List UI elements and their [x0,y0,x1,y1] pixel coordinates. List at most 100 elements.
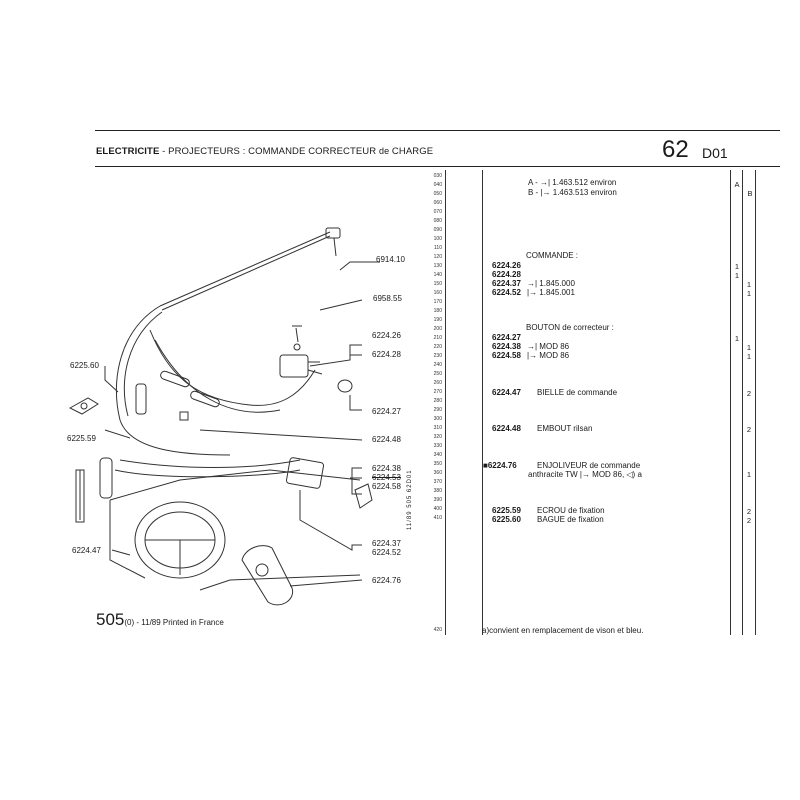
header-top-rule [95,130,780,131]
callout-label: 6224.28 [372,350,401,359]
line-number: 050 [433,191,442,197]
leader-line [309,344,362,367]
callout-label: 6225.60 [70,361,99,370]
part-desc: →| MOD 86 [527,342,570,351]
line-number: 270 [433,389,442,395]
leader-line [319,299,363,311]
part-ref: 6224.37 [492,279,521,288]
sleeve-shape [190,390,220,408]
knob-shape [337,379,353,393]
leader-line [339,261,380,271]
group-title-commande: COMMANDE : [526,251,578,260]
line-number: 190 [433,317,442,323]
leader-line [349,395,362,411]
part-qty: 1 [746,343,752,352]
line-number: 370 [433,479,442,485]
line-number: 240 [433,362,442,368]
line-number: 280 [433,398,442,404]
part-qty: 1 [746,289,752,298]
part-desc: ENJOLIVEUR de commande [537,461,641,470]
control-unit-arms [307,361,323,375]
section-subtitle-de: de [378,146,390,156]
part-qty: 2 [746,507,752,516]
sleeve-shape [160,370,190,388]
line-number: 310 [433,425,442,431]
part-ref: 6224.27 [492,333,521,342]
variant-a-line: A - →| 1.463.512 environ [528,178,617,187]
page-title: ELECTRICITE - PROJECTEURS : COMMANDE COR… [96,146,433,157]
callout-label: 6224.58 [372,482,401,491]
part-desc: EMBOUT rilsan [537,424,593,433]
steering-spokes [145,539,215,575]
lower-knob-shape [354,483,373,509]
leader-line [351,467,362,495]
line-number: 350 [433,461,442,467]
callout-label: 6958.55 [373,294,402,303]
footnote: a)convient en remplacement de vison et b… [482,626,644,635]
trim-hole [255,563,269,577]
dashboard-outline [199,574,361,591]
callout-label: 6224.26 [372,331,401,340]
line-number: 110 [434,245,442,251]
headlamp-actuator-shape [325,227,341,239]
leader-line [299,490,362,551]
line-number: 170 [433,299,442,305]
actuator-stem [333,237,337,257]
part-qty: 1 [734,271,740,280]
leader-line [104,366,119,393]
line-number: 420 [433,627,442,633]
part-desc: |→ 1.845.001 [527,288,575,297]
callout-label: 6224.48 [372,435,401,444]
cable-line [159,231,331,307]
nut-cylinder-shape [135,383,147,415]
part-ref: 6224.58 [492,351,521,360]
trim-panel-shape [241,545,294,606]
column-rule-ref [482,170,483,635]
section-subtitle-end: CHARGE [389,146,434,157]
line-number: 030 [433,173,442,179]
cable-line [149,329,316,406]
footer-edition: (0) - 11/89 Printed in France [124,618,224,627]
part-ref: 6224.28 [492,270,521,279]
part-qty: 2 [746,425,752,434]
cable-line [114,469,301,478]
part-desc: |→ MOD 86 [527,351,570,360]
cable-line [154,339,281,413]
line-number: 300 [433,416,442,422]
steering-wheel-shape [134,501,226,579]
line-number: 380 [433,488,442,494]
end-fitting-shape [179,411,189,421]
line-number: 180 [433,308,442,314]
part-desc: BIELLE de commande [537,388,618,397]
line-number: 260 [433,380,442,386]
line-number: 150 [433,281,442,287]
line-number: 040 [433,182,442,188]
line-number: 330 [433,443,442,449]
part-ref: 6224.47 [492,388,521,397]
callout-label: 6914.10 [376,255,405,264]
screw-shape [292,325,302,343]
part-qty: 1 [746,280,752,289]
column-rule-qty-b [742,170,743,635]
vertical-reference: 11/89 505 62D01 [407,469,413,530]
cable-line [161,235,331,311]
line-number: 140 [433,272,442,278]
part-desc: →| 1.845.000 [527,279,575,288]
part-qty: 1 [746,470,752,479]
group-title-bouton: BOUTON de correcteur : [526,323,614,332]
line-number: 060 [433,200,442,206]
line-number: 290 [433,407,442,413]
column-rule-qty-c [755,170,756,635]
part-qty: 1 [746,352,752,361]
dashboard-outline [109,500,146,579]
callout-label: 6224.47 [72,546,101,555]
callout-label: 6224.27 [372,407,401,416]
ring-hole [80,402,88,410]
line-number: 200 [433,326,442,332]
line-number: 130 [433,263,442,269]
part-desc: anthracite TW |→ MOD 86, ◁) a [528,470,642,479]
line-number: 120 [433,254,442,260]
line-number: 400 [433,506,442,512]
line-number: 090 [433,227,442,233]
line-number: 160 [433,290,442,296]
